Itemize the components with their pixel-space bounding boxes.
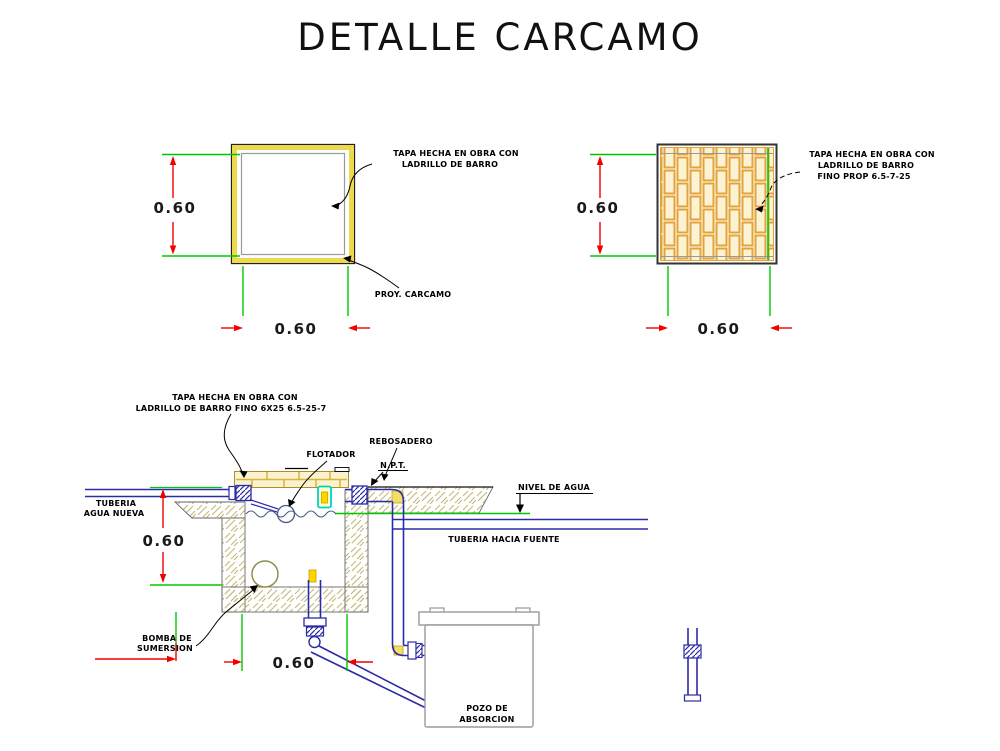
nivel-agua-label: NIVEL DE AGUA	[518, 483, 591, 492]
proy-carcamo-label: PROY. CARCAMO	[375, 290, 451, 299]
sump-brick-band	[232, 145, 354, 263]
pump-body	[251, 560, 279, 588]
tuberia-agua-line1: TUBERIA	[96, 499, 137, 508]
brick-frame	[660, 147, 774, 261]
lid-tab	[334, 467, 350, 472]
leader-arrowhead	[755, 205, 764, 213]
dim-width: 0.60	[274, 320, 317, 338]
float-switch-core	[321, 491, 328, 504]
float-arm	[250, 503, 278, 513]
tuberia-fuente-label: TUBERIA HACIA FUENTE	[448, 535, 559, 544]
leader-line	[337, 163, 373, 206]
left-ledge	[173, 501, 246, 519]
dim-depth: 0.60	[142, 532, 185, 550]
brick-cover	[660, 147, 774, 261]
arrowhead	[347, 658, 356, 666]
leader-arrowhead	[249, 585, 258, 593]
tank-body	[424, 624, 534, 728]
pipe-coupling	[235, 484, 252, 502]
leader-line	[223, 413, 243, 473]
pipe-flange	[228, 485, 236, 501]
rebosadero-label: REBOSADERO	[369, 437, 433, 446]
tapa-annotation-line1: TAPA HECHA EN OBRA CON	[809, 150, 935, 159]
tuberia-agua-line2: AGUA NUEVA	[84, 509, 145, 518]
tapa-annotation-line2: LADRILLO DE BARRO FINO 6X25 6.5-25-7	[136, 404, 327, 413]
pozo-label-line1: POZO DE	[466, 704, 508, 713]
water-surface	[245, 510, 337, 518]
leader-line	[759, 171, 801, 207]
arrowhead	[659, 324, 668, 332]
tapa-annotation-line2: LADRILLO DE BARRO	[818, 161, 914, 170]
dim-height: 0.60	[576, 199, 619, 217]
pipe-elbow	[391, 488, 405, 502]
dim-height: 0.60	[153, 199, 196, 217]
pipe-flange	[303, 617, 327, 627]
nivel-arrowhead	[516, 504, 524, 513]
tank-lid-tab	[515, 607, 531, 613]
leader-arrowhead	[331, 202, 340, 210]
lid-brick-joints	[251, 472, 341, 487]
tapa-annotation-line1: TAPA HECHA EN OBRA CON	[393, 149, 519, 158]
arrowhead	[234, 324, 243, 332]
dim-width: 0.60	[272, 654, 315, 672]
pozo-label-line2: ABSORCION	[459, 715, 514, 724]
npt-arrowhead	[371, 478, 379, 486]
tapa-annotation-line3: FINO PROP 6.5-7-25	[817, 172, 911, 181]
pipe-coupling	[415, 642, 423, 659]
drain-pipe	[318, 645, 427, 702]
leader-line	[348, 259, 400, 289]
drawing-title: DETALLE CARCAMO	[297, 16, 703, 59]
arrowhead	[348, 324, 357, 332]
plan-view-right: 0.60 0.60 TAPA HECHA EN OBRA CON LADRILL…	[576, 143, 935, 338]
arrowhead	[159, 574, 167, 583]
leader-line	[385, 447, 398, 475]
leader-arrowhead	[381, 473, 389, 481]
plan-view-left: 0.60 0.60 TAPA HECHA EN OBRA CON LADRILL…	[153, 143, 519, 338]
tapa-annotation-line2: LADRILLO DE BARRO	[402, 160, 498, 169]
leader-line	[195, 589, 254, 647]
bomba-label-line1: BOMBA DE	[142, 634, 192, 643]
npt-label: N.P.T.	[380, 461, 406, 470]
tank-lid-tab	[429, 607, 445, 613]
bomba-label-line2: SUMERSION	[137, 644, 193, 653]
arrowhead	[596, 156, 604, 165]
drain-pipe	[310, 651, 427, 709]
arrowhead	[596, 245, 604, 255]
tank-lid	[418, 611, 540, 626]
pipe-coupling	[683, 644, 702, 659]
pipe-cap	[683, 694, 702, 702]
leader-arrowhead	[239, 470, 248, 478]
pipe-elbow	[391, 500, 394, 504]
valve-wheel	[308, 635, 321, 649]
pipe-coupling	[351, 485, 368, 505]
sump-inner-wall	[240, 152, 346, 256]
pipe-elbow	[402, 643, 406, 647]
dim-width: 0.60	[697, 320, 740, 338]
check-valve	[305, 626, 325, 637]
arrowhead	[169, 156, 177, 165]
float-arm	[250, 499, 279, 510]
leader-arrowhead	[343, 255, 352, 263]
arrowhead	[770, 324, 779, 332]
leader-line	[291, 460, 328, 503]
right-bank	[367, 486, 494, 514]
tapa-annotation-line1: TAPA HECHA EN OBRA CON	[172, 393, 298, 402]
section-view: POZO DE ABSORCION TAPA HECHA EN OBRA CON…	[84, 393, 702, 728]
pipe-flange	[407, 641, 417, 660]
right-wall	[344, 489, 369, 613]
leader-arrowhead	[288, 499, 296, 507]
arrowhead	[233, 658, 242, 666]
pipe-elbow	[391, 643, 405, 657]
arrowhead	[159, 489, 167, 498]
pump-nipple	[308, 569, 317, 583]
flotador-label: FLOTADOR	[306, 450, 355, 459]
arrowhead	[169, 245, 177, 255]
arrowhead	[167, 655, 176, 663]
